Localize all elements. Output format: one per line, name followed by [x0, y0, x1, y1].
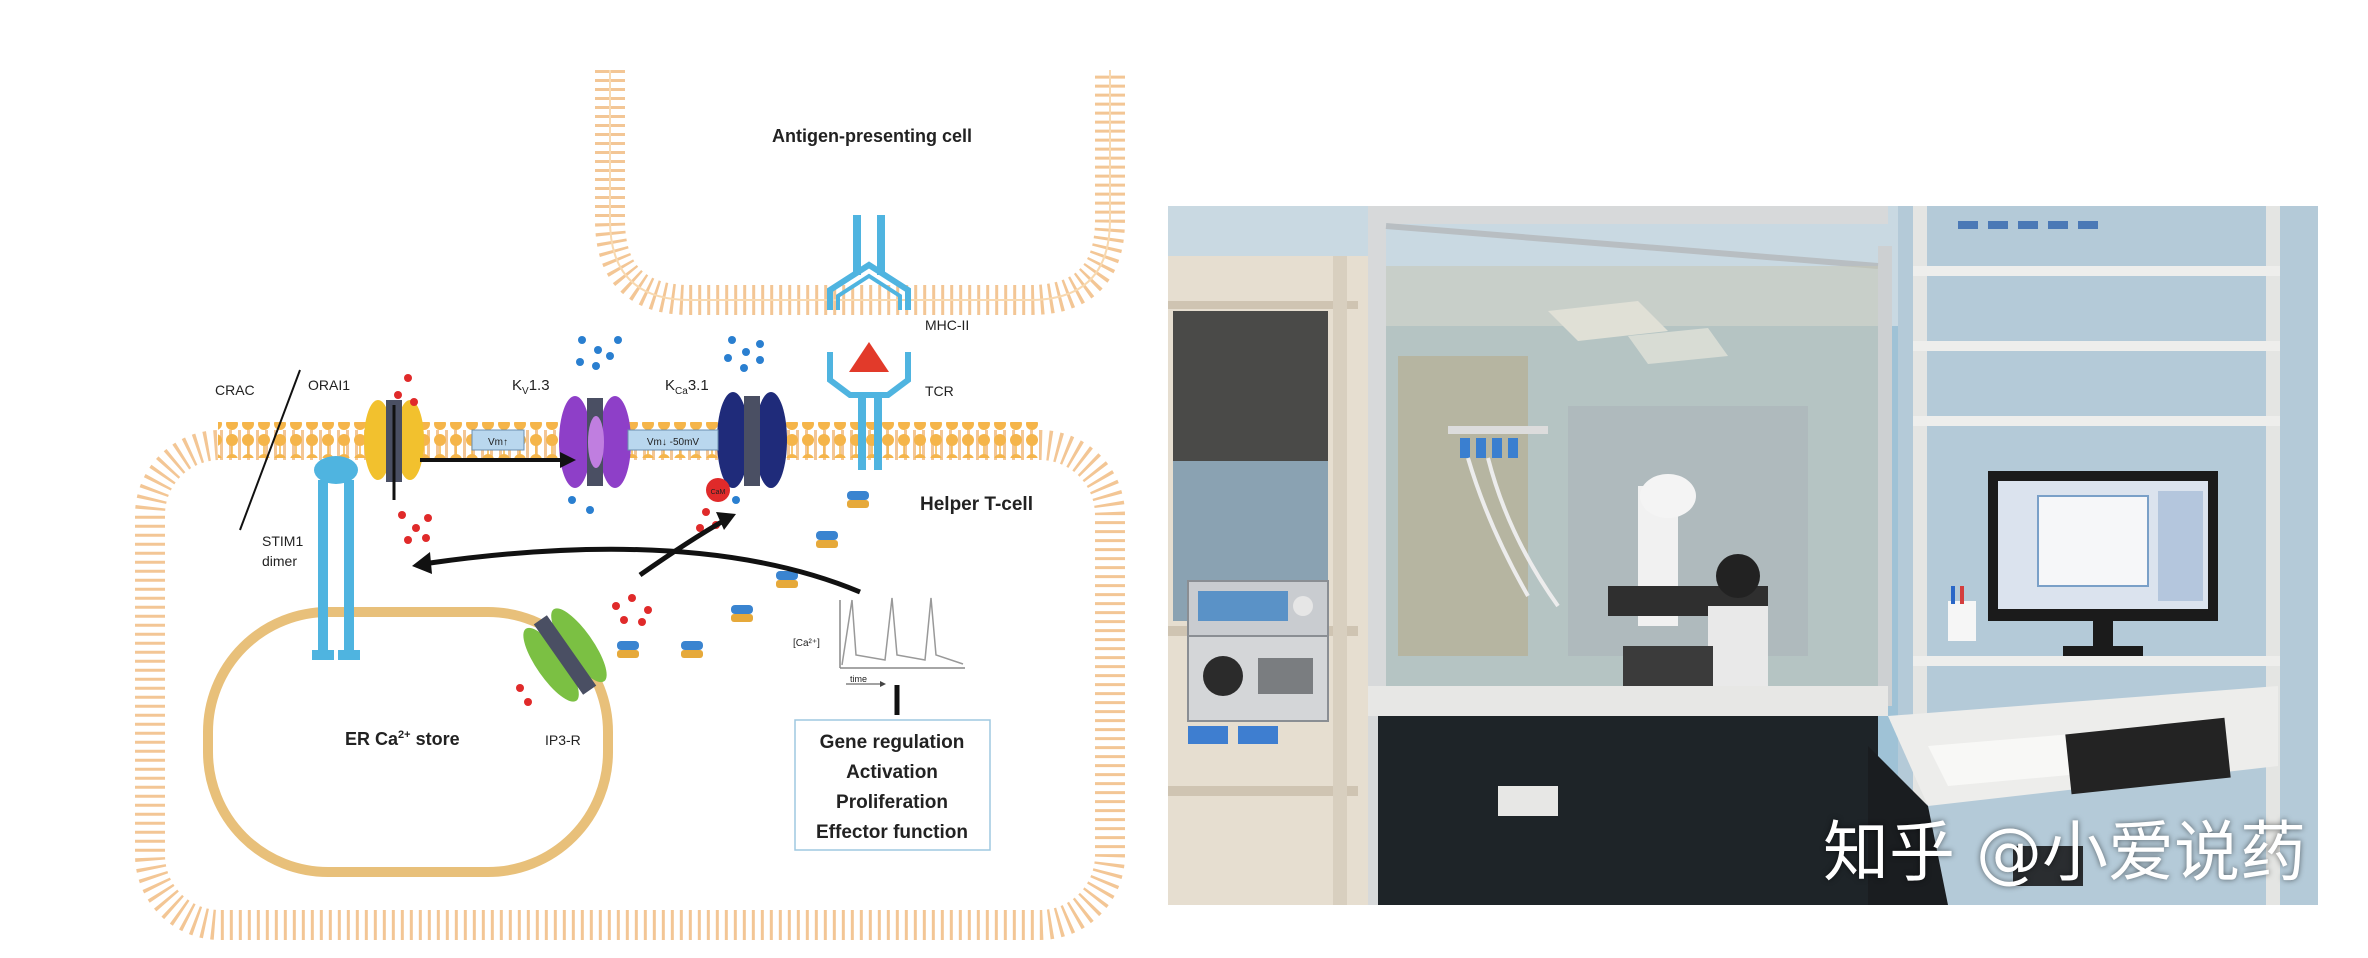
- lab-scene-illustration: [1168, 206, 2318, 905]
- vm-down-box: [627, 429, 719, 451]
- ip3r-label: IP3-R: [545, 732, 581, 748]
- outcome-activation: Activation: [846, 762, 938, 783]
- kv13-label: KV1.3: [512, 377, 550, 397]
- helper-t-cell-label: Helper T-cell: [920, 494, 1033, 515]
- orai1-channel: [364, 400, 424, 500]
- cam-label: CaM: [711, 489, 726, 496]
- kca31-label: KCa3.1: [665, 377, 709, 397]
- kv13-channel: [559, 396, 631, 488]
- outcomes-box: [794, 719, 991, 851]
- crac-label: CRAC: [215, 382, 255, 398]
- second-messengers: [617, 491, 869, 658]
- potassium-ions: [568, 336, 764, 514]
- zhihu-watermark: 知乎 @小爱说药: [1823, 814, 2306, 891]
- signal-arrow-up: [638, 517, 727, 578]
- apc-label: Antigen-presenting cell: [772, 126, 972, 146]
- vm-up-box: [471, 429, 525, 451]
- stim1-dimer-label: dimer: [262, 553, 297, 569]
- er-compartment: [203, 607, 613, 877]
- calcium-ions: [394, 374, 720, 706]
- ip3r-channel: [523, 608, 607, 702]
- time-axis-label: time: [850, 674, 867, 684]
- outcome-effector-function: Effector function: [816, 822, 968, 843]
- t-cell-membrane: [135, 430, 1125, 940]
- vm-up-label: Vm↑: [488, 437, 508, 448]
- t-cell-signaling-diagram: Antigen-presenting cell MHC-II TCR CRAC …: [135, 70, 1125, 940]
- tcr-mhc-complex: [827, 215, 911, 470]
- stim1-label: STIM1: [262, 533, 303, 549]
- stim1-dimer: [312, 456, 360, 660]
- calcium-trace: [839, 597, 965, 715]
- mhc-label: MHC-II: [925, 317, 969, 333]
- er-store-label: ER Ca2+ store: [345, 729, 460, 749]
- tcr-label: TCR: [925, 383, 954, 399]
- outcome-proliferation: Proliferation: [836, 792, 948, 813]
- crac-bracket: [239, 369, 301, 531]
- orai1-label: ORAI1: [308, 377, 350, 393]
- lab-setup-photo: 知乎 @小爱说药: [1168, 206, 2318, 905]
- kca31-channel: [706, 392, 787, 502]
- vm-down-label: Vm↓ -50mV: [647, 437, 700, 448]
- calcium-axis-label: [Ca²⁺]: [793, 638, 820, 649]
- outcome-gene-regulation: Gene regulation: [820, 732, 965, 753]
